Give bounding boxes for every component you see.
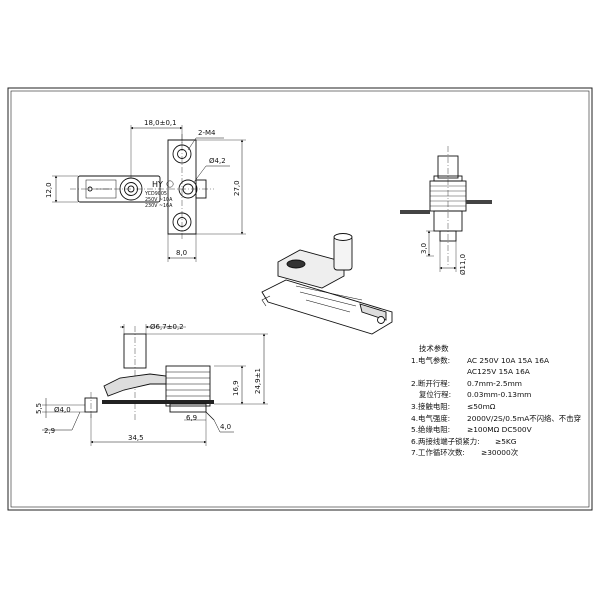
dim-pin-small: 2,9 xyxy=(44,427,55,435)
spec-row: 4.电气强度: 2000V/2S/0.5mA不闪络、不击穿 xyxy=(411,413,596,425)
spec-value: 2000V/2S/0.5mA不闪络、不击穿 xyxy=(467,413,581,423)
side-knob xyxy=(437,155,459,179)
spec-row: 1.电气参数: AC 250V 10A 15A 16A xyxy=(411,355,596,367)
spec-value: AC 250V 10A 15A 16A xyxy=(467,355,550,365)
spec-label: 4.电气强度: xyxy=(411,413,451,423)
drawing-inner-frame xyxy=(10,90,590,508)
dim-thread: 2-M4 xyxy=(198,129,216,137)
iso-top-plate xyxy=(277,249,345,289)
spec-row: 2.断开行程: 0.7mm-2.5mm xyxy=(411,378,596,390)
brand-label: HY xyxy=(152,180,163,189)
dim-width: 18,0±0,1 xyxy=(144,119,177,127)
spec-value: ≥30000次 xyxy=(481,448,519,458)
spec-label: 3.接触电阻: xyxy=(411,401,451,411)
model-label: YCD9005 xyxy=(144,191,167,197)
spec-value: 0.7mm-2.5mm xyxy=(467,378,522,388)
side-view xyxy=(400,146,492,272)
spec-label: 6.两接线端子锁紧力: xyxy=(411,436,480,446)
spec-value: ≤50mΩ xyxy=(467,401,496,411)
brand-logo-icon xyxy=(166,180,174,188)
dim-height-left: 12,0 xyxy=(45,182,53,198)
dim-pin-offset: 5,5 xyxy=(35,403,43,414)
spec-title: 技术参数 xyxy=(419,344,449,353)
drawing-frame xyxy=(7,87,593,511)
dim-height-inner: 16,9 xyxy=(232,380,240,396)
spec-value: ≥100MΩ DC500V xyxy=(467,425,532,435)
spec-label: 7.工作循环次数: xyxy=(411,448,465,458)
spec-table: 技术参数 1.电气参数: AC 250V 10A 15A 16A AC125V 1… xyxy=(411,343,596,459)
spec-row: 复位行程: 0.03mm-0.13mm xyxy=(411,389,596,401)
spec-label: 5.绝缘电阻: xyxy=(411,425,451,435)
spec-row: 6.两接线端子锁紧力: ≥5KG xyxy=(411,436,596,448)
spec-row: 7.工作循环次数: ≥30000次 xyxy=(411,447,596,459)
dim-knob-dia: Ø6,7±0,2 xyxy=(150,323,184,331)
spec-value: AC125V 15A 16A xyxy=(467,367,530,377)
dim-hole: Ø4,2 xyxy=(209,157,226,165)
spec-row: AC125V 15A 16A xyxy=(411,366,596,378)
front-view xyxy=(42,324,268,446)
dim-bottom: 8,0 xyxy=(176,249,187,257)
dim-length: 34,5 xyxy=(128,434,144,442)
spec-row: 3.接触电阻: ≤50mΩ xyxy=(411,401,596,413)
spec-row: 5.绝缘电阻: ≥100MΩ DC500V xyxy=(411,424,596,436)
iso-base-plate xyxy=(261,279,393,335)
front-base xyxy=(102,400,214,404)
dim-thickness: 4,0 xyxy=(220,423,231,431)
rating-label-2: 230V ~16A xyxy=(145,203,173,209)
dim-height-right: 27,0 xyxy=(233,180,241,196)
spec-value: ≥5KG xyxy=(495,436,517,446)
dim-pin-dia: Ø4,0 xyxy=(54,406,71,414)
front-coil xyxy=(165,365,211,407)
dim-side-height: 3,0 xyxy=(420,243,428,254)
dim-height-total: 24,9±1 xyxy=(254,368,262,394)
spec-label: 1.电气参数: xyxy=(411,355,451,365)
spec-value: 0.03mm-0.13mm xyxy=(467,390,532,400)
isometric-view xyxy=(261,233,393,335)
dim-gap: 6,9 xyxy=(186,414,197,422)
front-lever xyxy=(103,373,167,397)
iso-knob xyxy=(333,235,353,271)
dim-side-diameter: Ø11,0 xyxy=(459,254,467,275)
spec-label: 复位行程: xyxy=(419,390,452,400)
rating-label-1: 250V ~10A xyxy=(145,197,173,203)
spec-label: 2.断开行程: xyxy=(411,378,451,388)
top-view xyxy=(52,125,246,262)
